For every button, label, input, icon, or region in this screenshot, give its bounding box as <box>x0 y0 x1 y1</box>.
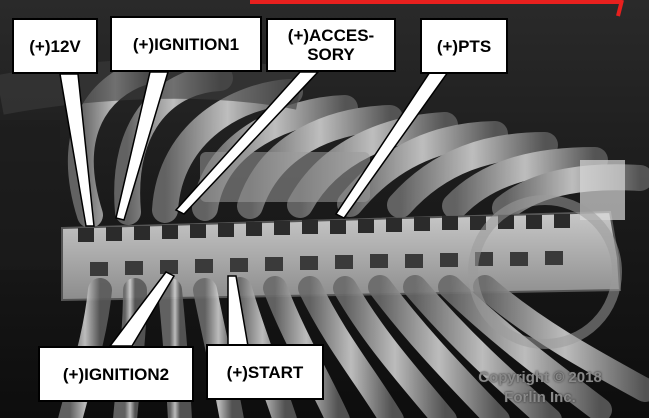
pointer-12v <box>59 73 95 227</box>
label-start: (+)START <box>206 344 324 400</box>
copyright-watermark: Copyright © 2018 Forlin Inc. <box>478 369 602 406</box>
pointer-ignition1 <box>115 71 170 221</box>
pointer-accessory <box>174 71 320 215</box>
label-12v: (+)12V <box>12 18 98 74</box>
label-accessory: (+)ACCES- SORY <box>266 18 396 72</box>
label-pts: (+)PTS <box>420 18 508 74</box>
label-ignition1: (+)IGNITION1 <box>110 16 262 72</box>
callout-pointers <box>59 71 450 347</box>
label-ignition2: (+)IGNITION2 <box>38 346 194 402</box>
